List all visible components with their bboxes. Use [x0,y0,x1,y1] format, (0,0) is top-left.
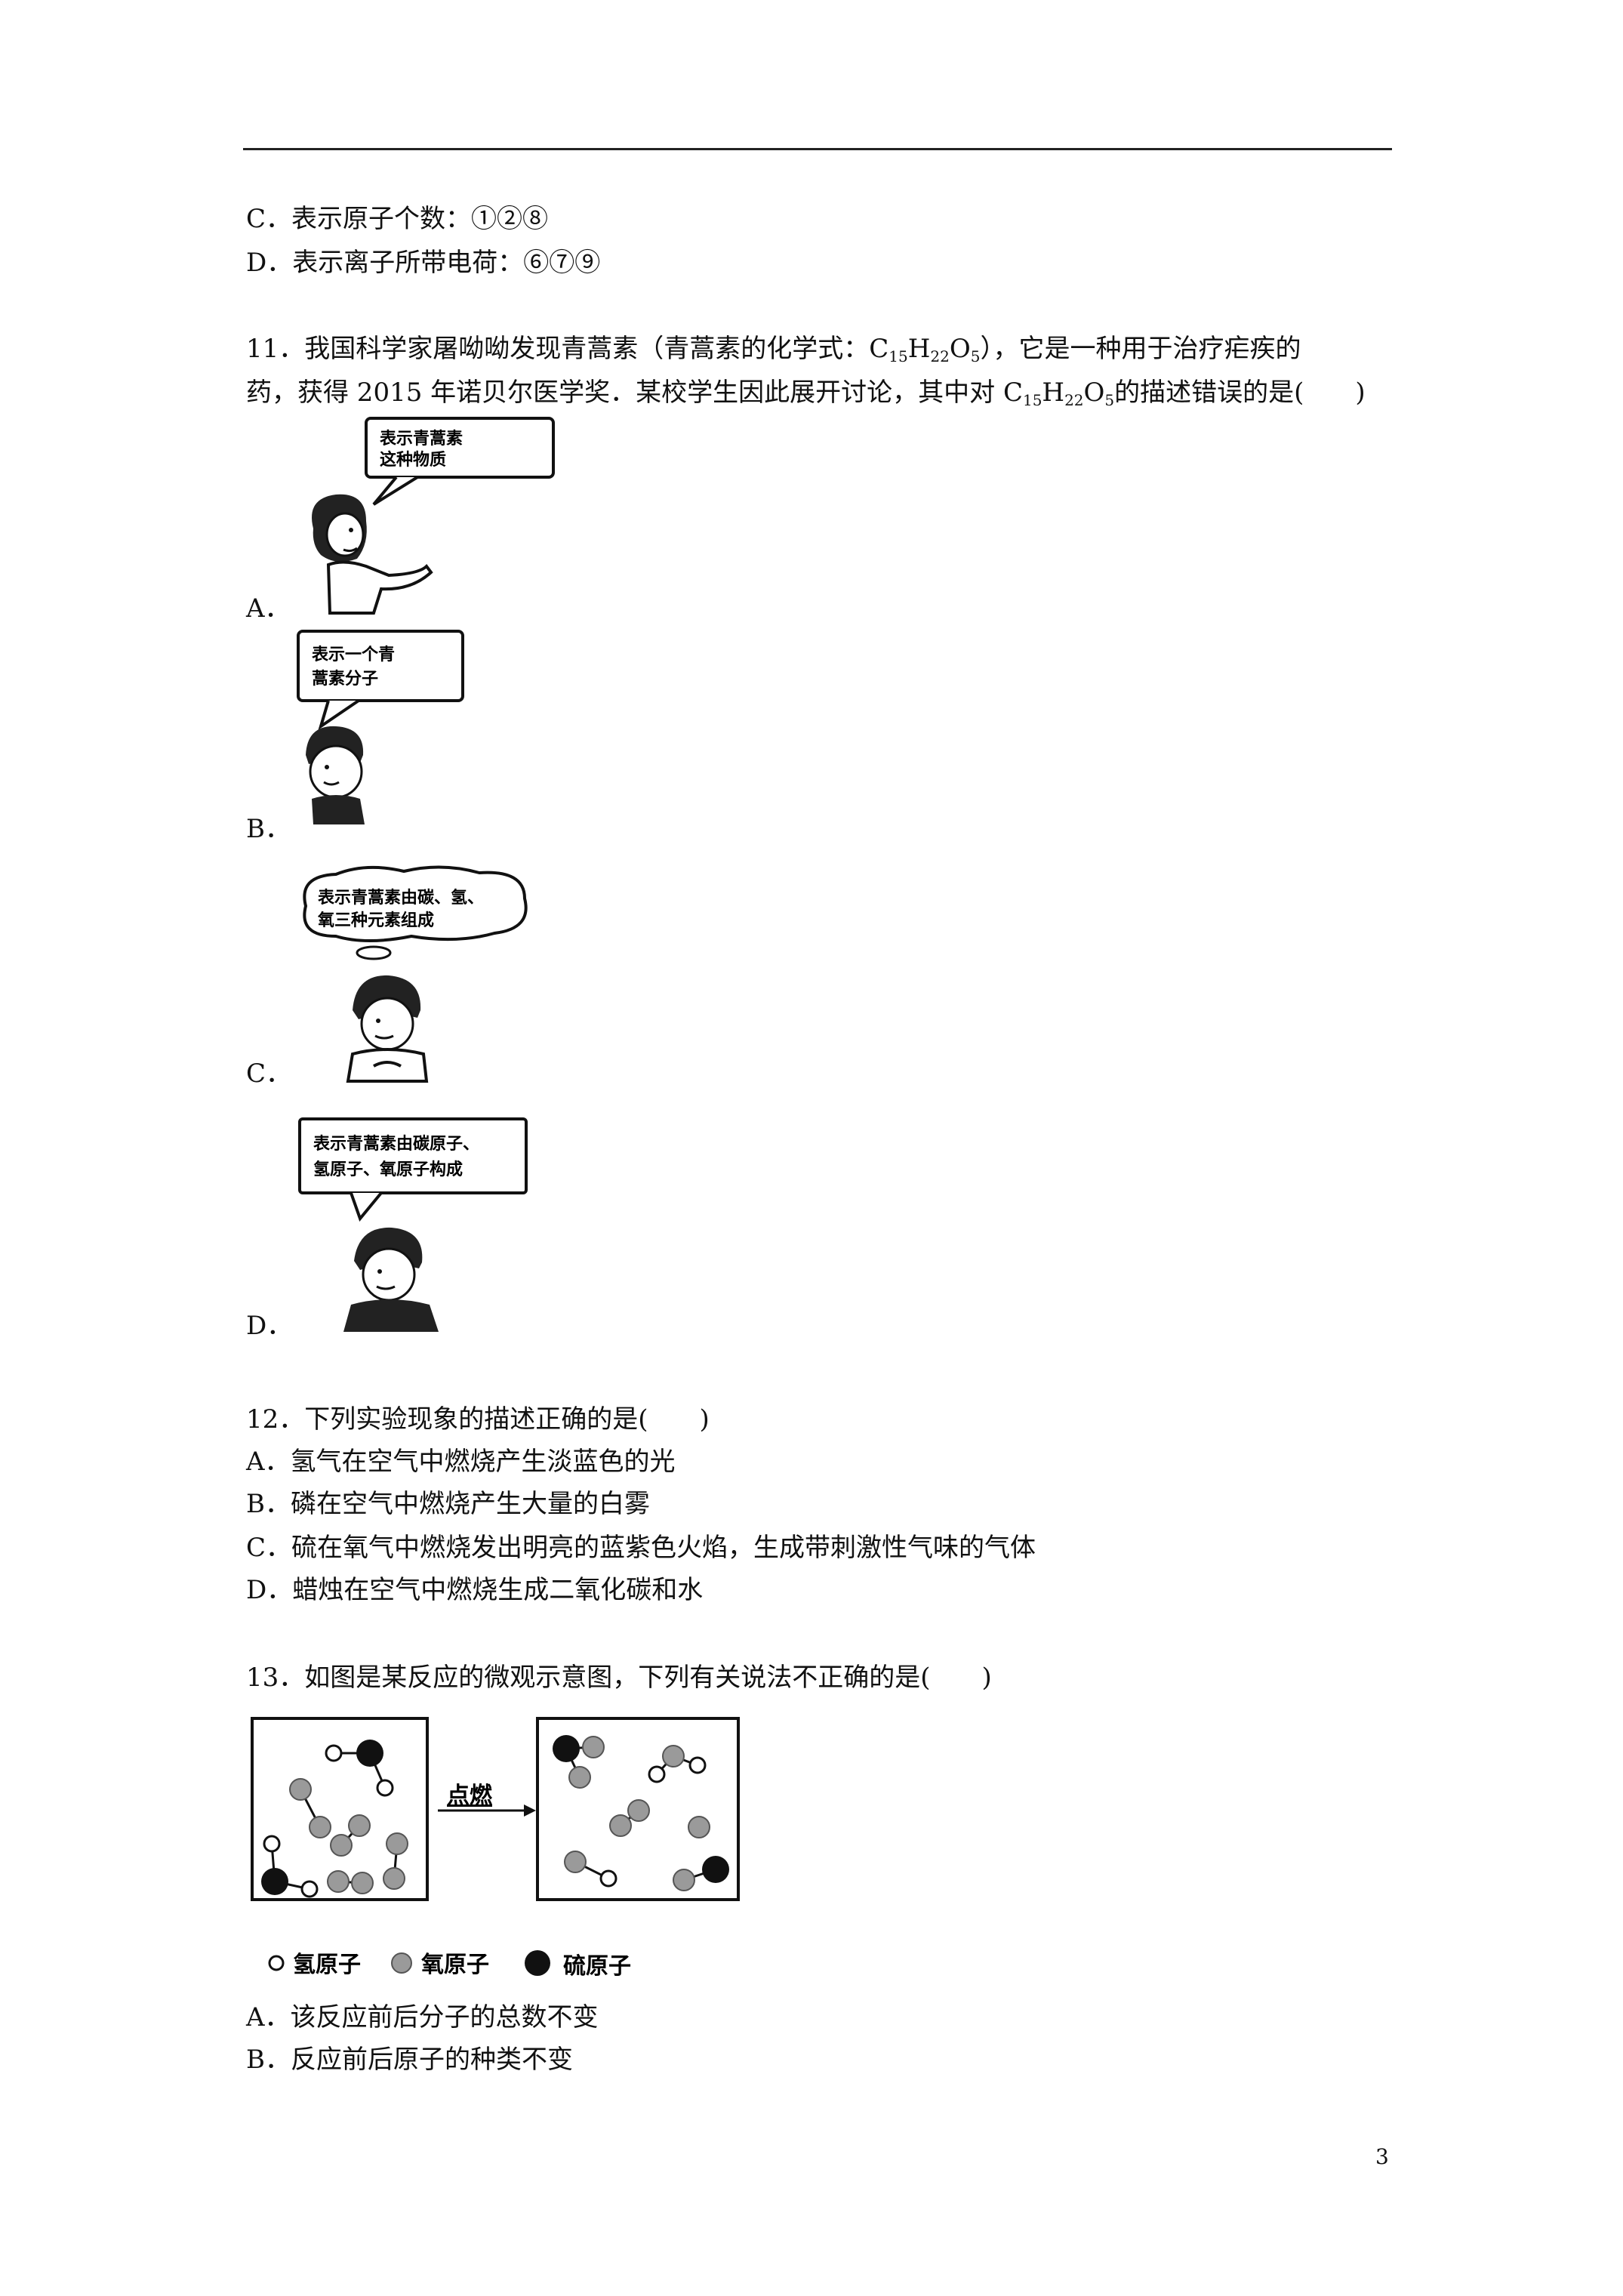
oxygen-atom [348,1814,371,1837]
oxygen-atom [688,1816,710,1838]
q12-option-a: A．氢气在空气中燃烧产生淡蓝色的光 [246,1447,676,1477]
bubble-line2: 氢原子、氧原子构成 [313,1160,463,1179]
formula-sub-c-2: 15 [1022,391,1042,409]
reactant-atoms [261,1740,408,1898]
legend-sulfur-label: 硫原子 [563,1953,631,1980]
q11-option-c-cartoon: 表示青蒿素由碳、氢、 氧三种元素组成 [303,865,528,1083]
q13-reaction-diagram: 点燃 氢原子 氧原子 硫原子 [251,1717,740,1980]
formula-sub-o-2: 5 [1104,391,1115,409]
q13-stem: 13．如图是某反应的微观示意图，下列有关说法不正确的是( ) [246,1663,992,1693]
bubble-tail [350,1191,383,1222]
bubble-line1: 表示青蒿素由碳、氢、 [318,888,484,908]
thought-dot [356,945,392,960]
boy-figure-icon [346,975,429,1083]
q12-option-c: C．硫在氧气中燃烧发出明亮的蓝紫色火焰，生成带刺激性气味的气体 [246,1533,1036,1563]
bubble-tail [372,476,419,506]
oxygen-atom [568,1766,591,1789]
arrow-label: 点燃 [447,1783,493,1809]
atom-legend: 氢原子 氧原子 硫原子 [268,1950,631,1980]
bubble-line1: 表示一个青 [312,646,395,664]
q11-option-d-label: D． [246,1311,293,1341]
sulfur-atom [356,1740,383,1767]
legend-hydrogen-icon [268,1955,285,1971]
q10-option-c: C．表示原子个数：①②⑧ [246,204,549,234]
oxygen-atom [386,1832,408,1855]
oxygen-atom [330,1834,353,1857]
oxygen-atom [627,1799,650,1822]
q12-option-d: D．蜡烛在空气中燃烧生成二氧化碳和水 [246,1575,704,1605]
legend-hydrogen-label: 氢原子 [293,1952,361,1978]
oxygen-atom [327,1870,350,1893]
sulfur-atom [702,1856,729,1883]
header-rule [243,148,1392,150]
q12-stem: 12．下列实验现象的描述正确的是( ) [246,1404,710,1435]
bubble-line1: 表示青蒿素由碳原子、 [313,1134,479,1154]
q12-option-b: B．磷在空气中燃烧产生大量的白雾 [246,1489,650,1519]
q11-stem-line2-tail: 的描述错误的是( ) [1114,378,1366,408]
oxygen-atom [609,1814,632,1837]
formula-sub-c: 15 [888,347,908,365]
q10-option-d: D．表示离子所带电荷：⑥⑦⑨ [246,248,601,278]
product-atoms [553,1735,729,1891]
bubble-line2: 蒿素分子 [312,669,378,689]
girl-figure-icon [312,494,433,615]
q11-option-d-cartoon: 表示青蒿素由碳原子、 氢原子、氧原子构成 [298,1117,528,1332]
q11-option-a-cartoon: 表示青蒿素 这种物质 [312,417,555,615]
hydrogen-atom [325,1744,343,1762]
q13-option-b: B．反应前后原子的种类不变 [246,2045,573,2075]
formula-o-2: O [1083,378,1105,408]
hydrogen-atom [376,1779,394,1797]
oxygen-atom [351,1872,374,1894]
speech-bubble [298,1117,528,1194]
q11-stem-line1-text: 11．我国科学家屠呦呦发现青蒿素（青蒿素的化学式：C [246,334,889,364]
legend-oxygen-icon [391,1952,412,1974]
bubble-line1: 表示青蒿素 [380,429,463,448]
oxygen-atom [582,1736,605,1758]
q11-stem-line2-text: 药，获得 2015 年诺贝尔医学奖．某校学生因此展开讨论，其中对 C [246,378,1023,408]
oxygen-atom [289,1778,312,1801]
sulfur-atom [261,1868,288,1895]
formula-sub-h: 22 [930,347,950,365]
oxygen-atom [383,1867,405,1890]
formula-sub-o: 5 [970,347,981,365]
bubble-line2: 这种物质 [380,450,446,470]
formula-h-2: H [1042,378,1065,408]
arrow-head-icon [524,1804,536,1817]
oxygen-atom [309,1816,331,1838]
bubble-line2: 氧三种元素组成 [317,911,434,930]
thought-bubble [303,865,528,942]
legend-oxygen-label: 氧原子 [421,1952,489,1978]
oxygen-atom [564,1851,587,1873]
page-number: 3 [1375,2144,1389,2169]
speech-bubble [365,417,555,479]
oxygen-atom [673,1869,695,1891]
q11-option-b-label: B． [246,814,291,844]
q11-option-c-label: C． [246,1059,292,1089]
q11-option-a-label: A． [246,593,291,624]
oxygen-atom [662,1745,685,1767]
hydrogen-atom [300,1880,319,1898]
q11-option-b-cartoon: 表示一个青 蒿素分子 [297,630,464,824]
hydrogen-atom [688,1756,707,1774]
formula-h: H [907,334,931,364]
hydrogen-atom [599,1869,617,1888]
q11-stem-line1: 11．我国科学家屠呦呦发现青蒿素（青蒿素的化学式：C15H22O5），它是一种用… [246,332,1301,365]
bubble-tail [318,699,360,730]
q13-option-a: A．该反应前后分子的总数不变 [246,2002,599,2032]
boy-figure-icon [343,1227,439,1332]
legend-sulfur-icon [525,1950,550,1976]
formula-o: O [949,334,971,364]
speech-bubble [297,630,464,702]
hydrogen-atom [263,1835,281,1853]
boy-figure-icon [306,726,365,824]
q11-stem-line2: 药，获得 2015 年诺贝尔医学奖．某校学生因此展开讨论，其中对 C15H22O… [246,376,1366,409]
q11-stem-line1-tail: ），它是一种用于治疗疟疾的 [980,334,1301,364]
sulfur-atom [553,1735,580,1762]
hydrogen-atom [648,1765,666,1783]
formula-sub-h-2: 22 [1064,391,1084,409]
